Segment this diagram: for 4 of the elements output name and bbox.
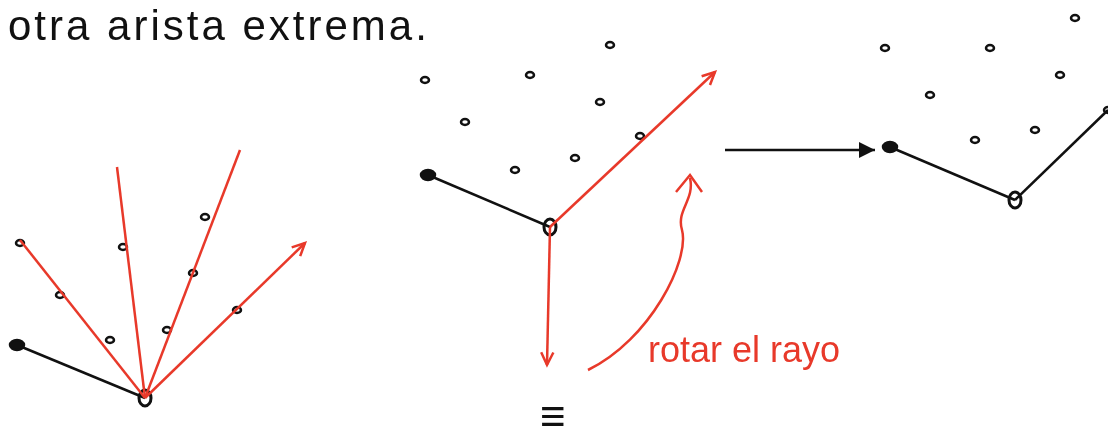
- handwritten-note: rotar el rayo: [648, 330, 841, 370]
- handwritten-title: otra arista extrema.: [8, 2, 430, 50]
- equivalence-sign: ≡: [540, 392, 566, 441]
- arrow: [725, 142, 875, 158]
